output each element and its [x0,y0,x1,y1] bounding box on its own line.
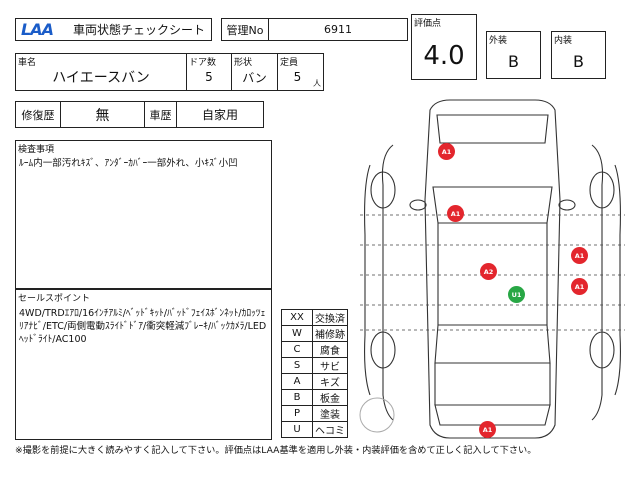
laa-logo: LAA [21,20,54,39]
doors-box: ドア数 5 [186,53,232,91]
capacity-box: 定員 5 人 [277,53,324,91]
code-key: U [281,421,313,438]
exterior-box: 外装 B [486,31,541,79]
interior-box: 内装 B [551,31,606,79]
inspection-text: ﾙｰﾑ内一部汚れｷｽﾞ、ｱﾝﾀﾞｰｶﾊﾞｰ一部外れ、小ｷｽﾞ小凹 [19,158,238,169]
damage-mark-a1-right-front: A1 [571,247,588,264]
sheet-title: 車両状態チェックシート [73,23,206,37]
use-label: 車歴 [144,101,177,128]
code-meaning: 塗装 [312,405,348,422]
mgmt-value: 6911 [268,18,408,41]
use-value: 自家用 [176,101,264,128]
damage-mark-a1-rear: A1 [479,421,496,438]
vehicle-name-box: 車名 ハイエースバン [15,53,187,91]
sales-text: 4WD/TRDｴｱﾛ/16ｲﾝﾁｱﾙﾐ/ﾍﾞｯﾄﾞｷｯﾄ/ﾊﾞｯﾄﾞﾌｪｲｽﾎﾞ… [19,308,267,345]
code-key: C [281,341,313,358]
code-meaning: キズ [312,373,348,390]
mgmt-label: 管理No [221,18,269,41]
code-key: S [281,357,313,374]
code-meaning: 腐食 [312,341,348,358]
code-key: A [281,373,313,390]
code-key: W [281,325,313,342]
grade-value: 4.0 [423,41,465,71]
capacity-unit: 人 [313,79,321,88]
footer-note: ※撮影を前提に大きく読みやすく記入して下さい。評価点はLAA基準を適用し外装・内… [15,445,537,456]
damage-mark-u1-center: U1 [508,286,525,303]
capacity-value: 5 [293,70,302,84]
code-meaning: サビ [312,357,348,374]
repair-value: 無 [60,101,145,128]
inspection-box: 検査事項 ﾙｰﾑ内一部汚れｷｽﾞ、ｱﾝﾀﾞｰｶﾊﾞｰ一部外れ、小ｷｽﾞ小凹 [15,140,272,289]
code-meaning: ヘコミ [312,421,348,438]
damage-mark-a1-hood: A1 [438,143,455,160]
code-meaning: 板金 [312,389,348,406]
sales-label: セールスポイント [18,294,91,304]
shape-box: 形状 バン [231,53,278,91]
damage-mark-a1-right-rear: A1 [571,278,588,295]
inspection-label: 検査事項 [18,145,55,155]
interior-value: B [573,51,584,71]
code-key: XX [281,309,313,326]
code-meaning: 補修跡 [312,325,348,342]
code-key: B [281,389,313,406]
shape-value: バン [242,70,267,85]
damage-mark-a1-roof: A1 [447,205,464,222]
exterior-value: B [508,51,519,71]
sales-box: セールスポイント 4WD/TRDｴｱﾛ/16ｲﾝﾁｱﾙﾐ/ﾍﾞｯﾄﾞｷｯﾄ/ﾊﾞ… [15,289,272,440]
vehicle-name: ハイエースバン [52,69,150,86]
header-title-box: LAA 車両状態チェックシート [15,18,212,41]
doors-value: 5 [205,70,213,84]
code-meaning: 交換済 [312,309,348,326]
grade-box: 評価点 4.0 [411,14,477,80]
code-key: P [281,405,313,422]
repair-label: 修復歴 [15,101,61,128]
damage-mark-a2-center: A2 [480,263,497,280]
